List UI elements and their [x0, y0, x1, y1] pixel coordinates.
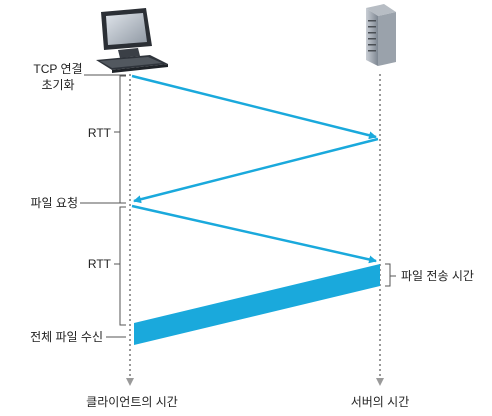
request-arrow [131, 204, 377, 264]
server-tower-icon [366, 4, 396, 66]
rtt-bracket-first [114, 75, 126, 204]
file-request-label: 파일 요청 [31, 196, 79, 210]
desktop-computer-icon [96, 8, 168, 73]
file-transfer-band [134, 264, 380, 345]
server-time-label: 서버의 시간 [351, 395, 410, 409]
tcp-init-label-line2: 초기화 [41, 78, 74, 92]
tcp-init-label-line1: TCP 연결 [33, 62, 82, 76]
file-transfer-time-label: 파일 전송 시간 [401, 269, 474, 283]
syn-arrow [131, 74, 377, 140]
client-time-label: 클라이언트의 시간 [86, 395, 178, 409]
full-file-received-label: 전체 파일 수신 [30, 330, 103, 344]
rtt-bracket-second [114, 206, 126, 326]
syn-ack-arrow [133, 137, 379, 204]
rtt-label-second: RTT [88, 257, 112, 271]
rtt-label-first: RTT [88, 126, 112, 140]
transfer-time-bracket [385, 263, 396, 287]
